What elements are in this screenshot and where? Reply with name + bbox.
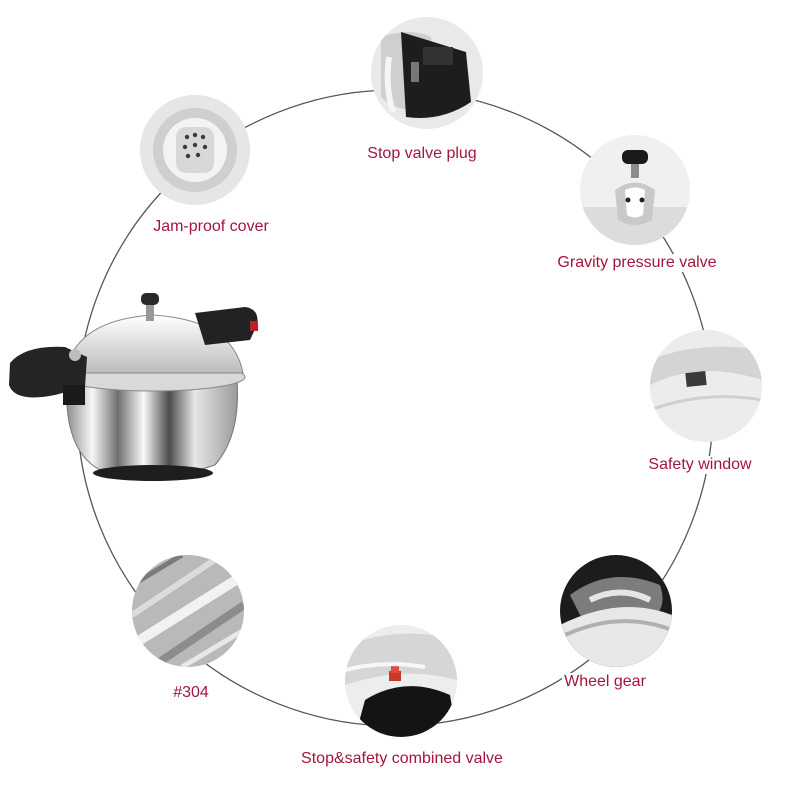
jam-proof-cover-image (140, 95, 250, 205)
feature-label-gravity-pressure-valve: Gravity pressure valve (555, 254, 719, 272)
combined-valve-icon (345, 625, 457, 737)
pressure-cooker-icon (9, 293, 258, 481)
feature-label-stop-valve-plug: Stop valve plug (365, 145, 479, 163)
feature-label-jam-proof-cover: Jam-proof cover (151, 218, 271, 236)
wheel-gear-image (560, 555, 672, 667)
safety-window-image (650, 330, 762, 442)
feature-label-safety-window: Safety window (646, 456, 754, 474)
gravity-pressure-valve-image (580, 135, 690, 245)
safety-window-icon (650, 330, 762, 442)
stop-valve-plug-icon (371, 17, 483, 129)
feature-label-steel: #304 (171, 684, 211, 702)
gravity-pressure-valve-icon (580, 135, 690, 245)
stainless-steel-icon (132, 555, 244, 667)
jam-proof-cover-icon (140, 95, 250, 205)
stainless-steel-image (132, 555, 244, 667)
stop-valve-plug-image (371, 17, 483, 129)
feature-label-wheel-gear: Wheel gear (562, 673, 648, 691)
combined-valve-image (345, 625, 457, 737)
feature-label-combined-valve: Stop&safety combined valve (299, 750, 505, 768)
wheel-gear-icon (560, 555, 672, 667)
